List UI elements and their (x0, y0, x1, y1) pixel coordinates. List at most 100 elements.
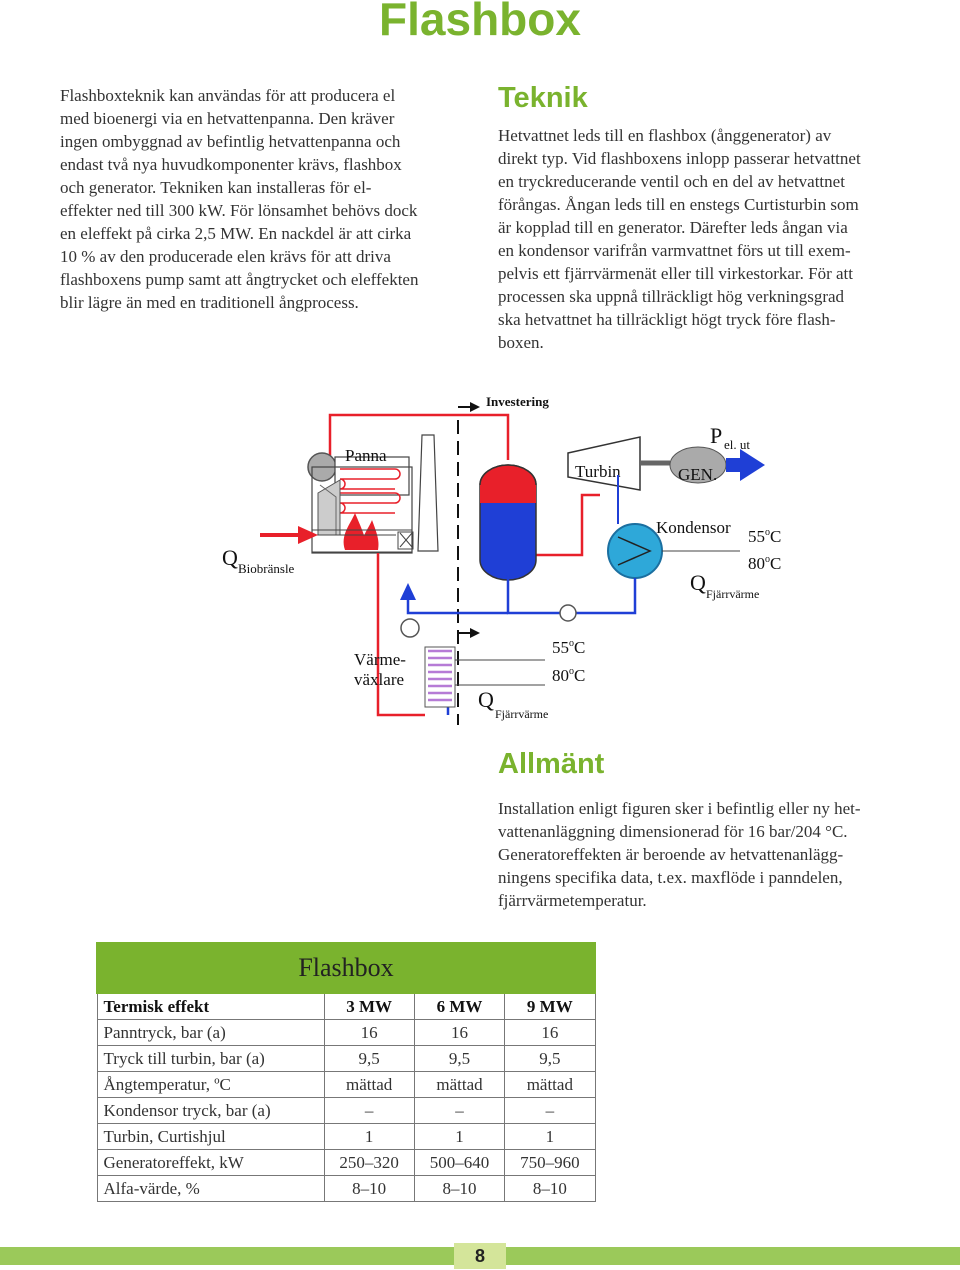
table-cell: 16 (504, 1019, 596, 1046)
teknik-line: en tryckreducerande ventil och en del av… (498, 172, 845, 191)
heat-exchanger (424, 646, 545, 708)
allmant-line: Installation enligt figuren sker i befin… (498, 799, 861, 818)
table-header-cell: 3 MW (323, 992, 415, 1020)
allmant-heading: Allmänt (498, 748, 605, 780)
temps-2: 55oC 80oC (552, 638, 585, 685)
teknik-line: processen ska uppnå tillräckligt hög ver… (498, 287, 845, 306)
intro-line: effekter ned till 300 kW. För lönsamhet … (60, 201, 418, 220)
table-cell: – (413, 1097, 506, 1124)
table-caption-row: Flashbox (96, 942, 596, 994)
table-cell: 8–10 (323, 1175, 415, 1202)
table-cell: mättad (413, 1071, 506, 1098)
table-cell: 9,5 (323, 1045, 415, 1072)
chimney (417, 434, 439, 552)
table-header-cell: 9 MW (504, 992, 596, 1020)
q-fjarrvarme-label-1: Q Fjärrvärme (690, 570, 759, 601)
condenser: Kondensor (607, 518, 740, 579)
table-header-row: Termisk effekt 3 MW 6 MW 9 MW (96, 992, 596, 1020)
svg-text:Q: Q (690, 570, 706, 595)
table-cell: Ångtemperatur, ºC (96, 1071, 325, 1098)
table-row: Kondensor tryck, bar (a) – – – (96, 1097, 596, 1124)
table-header-cell: 6 MW (413, 992, 506, 1020)
table-row: Alfa-värde, % 8–10 8–10 8–10 (96, 1175, 596, 1202)
table-cell: mättad (504, 1071, 596, 1098)
teknik-line: ska hetvattnet ha tillräckligt högt tryc… (498, 310, 836, 329)
intro-line: och generator. Tekniken kan installeras … (60, 178, 372, 197)
teknik-line: Hetvattnet leds till en flashbox (ånggen… (498, 126, 832, 145)
allmant-line: fjärrvärmetemperatur. (498, 891, 647, 910)
allmant-line: Generatoreffekten är beroende av hetvatt… (498, 845, 844, 864)
p-el-ut-label: P el. ut (710, 423, 750, 452)
q-biobransle-label: Q Biobränsle (222, 545, 295, 576)
table-caption: Flashbox (96, 942, 596, 994)
table-cell: 9,5 (504, 1045, 596, 1072)
svg-text:P: P (710, 423, 722, 448)
teknik-paragraph: Hetvattnet leds till en flashbox (ånggen… (498, 124, 908, 354)
intro-line: med bioenergi via en hetvattenpanna. Den… (60, 109, 395, 128)
svg-text:80oC: 80oC (552, 666, 585, 685)
table-cell: 1 (323, 1123, 415, 1150)
table-cell: Turbin, Curtishjul (96, 1123, 325, 1150)
table-cell: mättad (323, 1071, 415, 1098)
investment-boundary: Investering (457, 394, 549, 725)
svg-text:Kondensor: Kondensor (656, 518, 731, 537)
teknik-heading: Teknik (498, 82, 588, 114)
power-output-arrow (726, 449, 765, 481)
intro-line: blir lägre än med en traditionell ångpro… (60, 293, 359, 312)
table-cell: – (504, 1097, 596, 1124)
teknik-line: förångas. Ångan leds till en enstegs Cur… (498, 195, 859, 214)
allmant-line: vattenanläggning dimensionerad för 16 ba… (498, 822, 848, 841)
table-cell: 8–10 (413, 1175, 506, 1202)
table-cell: 750–960 (504, 1149, 596, 1176)
boiler-feed-arrow (400, 583, 416, 600)
table-row: Generatoreffekt, kW 250–320 500–640 750–… (96, 1149, 596, 1176)
q-fjarrvarme-label-2: Q Fjärrvärme (478, 687, 548, 721)
table-cell: 16 (323, 1019, 415, 1046)
table-cell: – (323, 1097, 415, 1124)
intro-line: en eleffekt på cirka 2,5 MW. En nackdel … (60, 224, 412, 243)
hx-pump-icon (400, 618, 420, 638)
intro-line: ingen ombyggnad av befintlig hetvattenpa… (60, 132, 401, 151)
svg-text:Biobränsle: Biobränsle (238, 561, 295, 576)
svg-text:Värme-: Värme- (354, 650, 406, 669)
varmevaxlare-label: Värme- växlare (354, 650, 406, 689)
table-cell: 9,5 (413, 1045, 506, 1072)
svg-text:55oC: 55oC (552, 638, 585, 657)
intro-line: flashboxens pump samt att ångtrycket och… (60, 270, 419, 289)
intro-line: Flashboxteknik kan användas för att prod… (60, 86, 396, 105)
table-row: Tryck till turbin, bar (a) 9,5 9,5 9,5 (96, 1045, 596, 1072)
svg-text:Q: Q (222, 545, 238, 570)
table-cell: Generatoreffekt, kW (96, 1149, 325, 1176)
table-cell: 500–640 (413, 1149, 506, 1176)
generator: GEN. (669, 446, 727, 484)
table-row: Turbin, Curtishjul 1 1 1 (96, 1123, 596, 1150)
page-title: Flashbox (379, 0, 581, 45)
table-row: Panntryck, bar (a) 16 16 16 (96, 1019, 596, 1046)
table-cell: Tryck till turbin, bar (a) (96, 1045, 325, 1072)
svg-text:Fjärrvärme: Fjärrvärme (706, 587, 759, 601)
flashbox-vessel (479, 464, 537, 581)
investering-label: Investering (486, 394, 549, 409)
turbine: Turbin (567, 436, 641, 491)
teknik-line: är kopplad till en generator. Därefter l… (498, 218, 848, 237)
table-row: Ångtemperatur, ºC mättad mättad mättad (96, 1071, 596, 1098)
flame-icon (343, 513, 379, 550)
table-cell: 8–10 (504, 1175, 596, 1202)
svg-text:växlare: växlare (354, 670, 404, 689)
svg-text:Turbin: Turbin (575, 462, 621, 481)
allmant-paragraph: Installation enligt figuren sker i befin… (498, 797, 908, 912)
table-cell: Alfa-värde, % (96, 1175, 325, 1202)
intro-paragraph: Flashboxteknik kan användas för att prod… (60, 84, 460, 314)
boiler: Panna (307, 446, 414, 554)
table-cell: Panntryck, bar (a) (96, 1019, 325, 1046)
intro-line: 10 % av den producerade elen krävs för a… (60, 247, 391, 266)
page-number: 8 (454, 1243, 506, 1269)
teknik-line: boxen. (498, 333, 544, 352)
svg-text:80oC: 80oC (748, 554, 781, 573)
allmant-line: ningens specifika data, t.ex. maxflöde i… (498, 868, 843, 887)
table-cell: 1 (413, 1123, 506, 1150)
intro-line: endast två nya huvudkomponenter krävs, f… (60, 155, 402, 174)
spec-table: Flashbox Termisk effekt 3 MW 6 MW 9 MW P… (96, 942, 596, 1202)
svg-text:55oC: 55oC (748, 527, 781, 546)
panna-label: Panna (345, 446, 387, 465)
